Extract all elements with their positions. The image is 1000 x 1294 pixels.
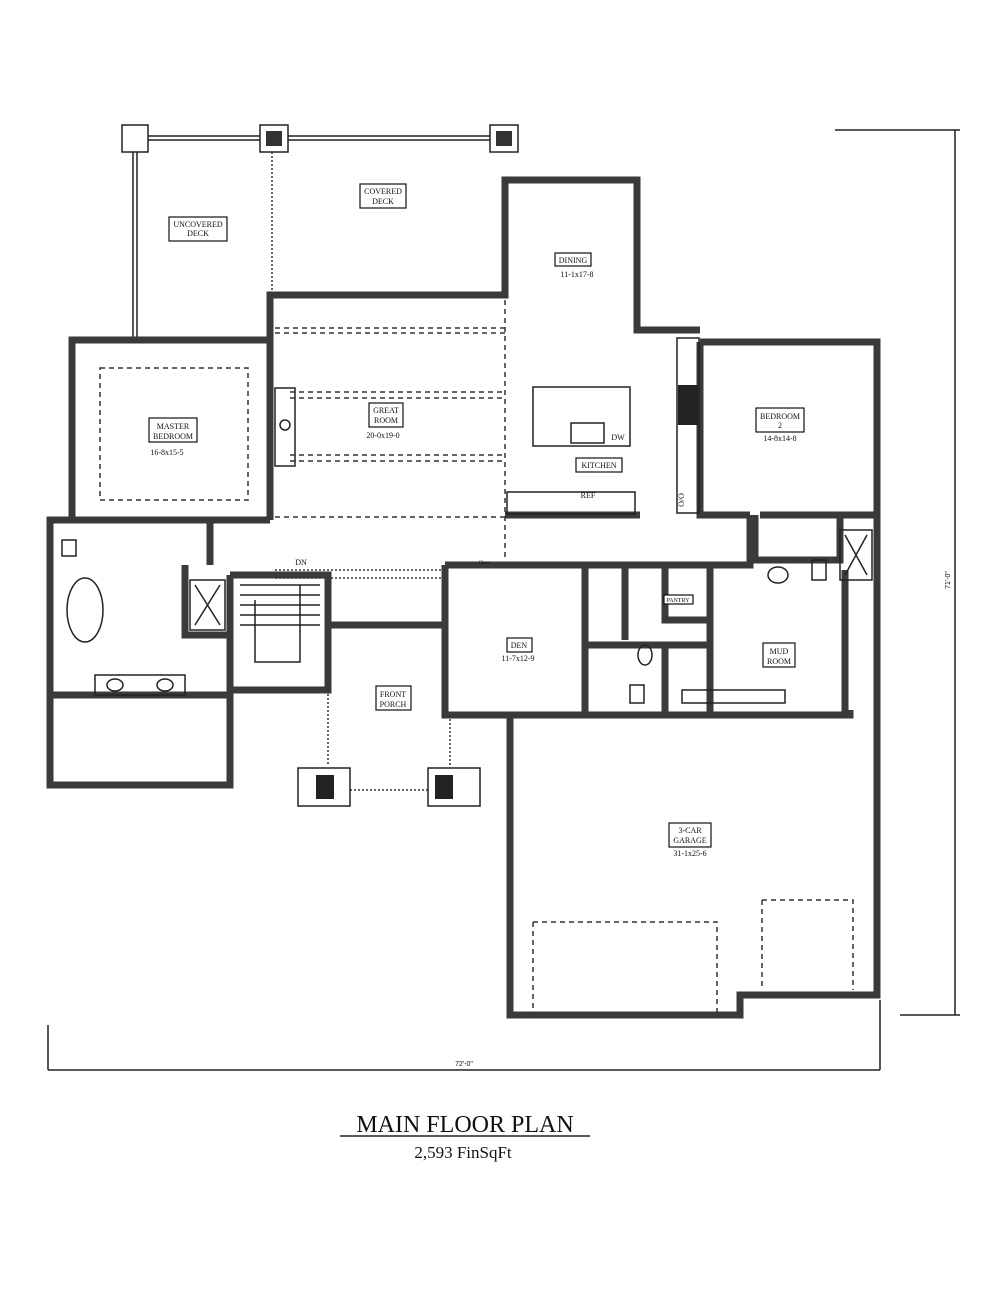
deck-post [121,124,149,153]
plan-area: 2,593 FinSqFt [414,1143,512,1162]
depth-dimension: 71'-0" [945,571,952,589]
plan-title: MAIN FLOOR PLAN [356,1112,573,1138]
room-name: ROOM [767,657,791,666]
deck-area [121,124,519,340]
room-labels: UNCOVERED DECK COVERED DECK DINING 11-1x… [148,183,805,858]
walls [46,176,881,1019]
room-name: DECK [372,197,394,206]
room-name: MASTER [157,422,190,431]
stairs: DN [240,558,320,663]
room-name: DEN [511,641,528,650]
toilet-icon [811,559,827,581]
stairs-down-label: DN [295,558,307,567]
shower-icon [189,579,226,631]
kitchen-fixtures [274,337,700,515]
room-name: GREAT [373,406,399,415]
bathtub-icon [66,577,104,643]
room-name: ROOM [374,416,398,425]
toilet-icon [629,684,645,704]
room-size: 11-1x17-8 [560,270,593,279]
sink-icon [570,422,605,444]
room-name: BEDROOM [153,432,193,441]
shower-icon [839,529,873,581]
wall-counter [676,337,700,514]
porch-posts [297,767,481,807]
room-name: FRONT [380,690,406,699]
room-size: 11-7x12-9 [501,654,534,663]
room-size: 20-0x19-0 [366,431,399,440]
dimensions: 72'-0" 71'-0" [47,129,960,1071]
refrigerator-label: REF [581,491,596,500]
deck-post [489,124,519,153]
room-size: 14-8x14-8 [763,434,796,443]
room-name: 3-CAR [678,826,702,835]
mud-bench [681,689,786,704]
room-name: MUD [770,647,789,656]
room-name: 2 [778,421,782,430]
vanity [94,674,186,696]
sink-icon [767,566,789,584]
room-name: DECK [187,229,209,238]
room-name: BEDROOM [760,412,800,421]
bath-fixtures [61,529,873,704]
fireplace-icon [279,419,291,431]
kitchen-island [532,386,631,447]
room-name: PORCH [380,700,407,709]
ceiling-lines [99,300,854,1015]
oven-label: O/O [677,493,686,507]
glass-door-label: Glass [478,561,489,566]
room-name: DINING [559,256,588,265]
width-dimension: 72'-0" [455,1061,473,1068]
room-size: 31-1x25-6 [673,849,706,858]
room-name: UNCOVERED [173,220,223,229]
counter [506,491,636,515]
room-name: COVERED [364,187,402,196]
room-size: 16-8x15-5 [150,448,183,457]
deck-post [259,124,289,153]
cooktop-icon [678,385,698,425]
toilet-icon [61,539,77,557]
room-name: KITCHEN [581,461,616,470]
dishwasher-label: DW [611,433,625,442]
room-name: GARAGE [673,836,706,845]
room-name: PANTRY [666,598,690,604]
